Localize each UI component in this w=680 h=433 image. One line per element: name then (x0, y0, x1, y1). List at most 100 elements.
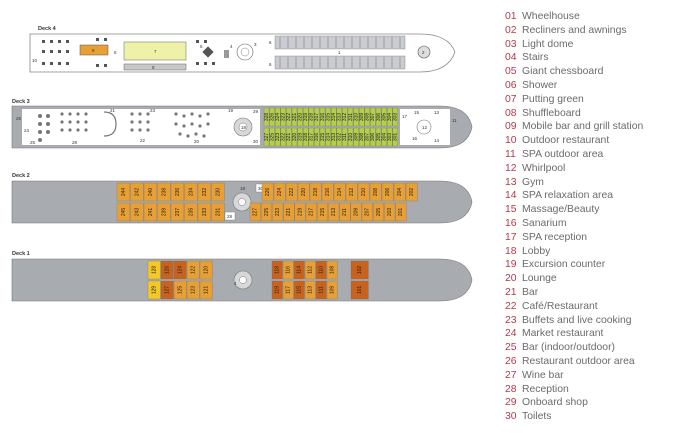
cabin-237 (170, 202, 185, 222)
cabin-313 (336, 107, 342, 127)
cabin-320 (291, 127, 298, 147)
legend-number: 29 (505, 397, 517, 409)
cabin-314 (331, 107, 337, 127)
cabin-number: 324 (275, 113, 281, 122)
marker-11: 11 (452, 118, 457, 123)
cabin-number: 222 (289, 188, 295, 197)
cabin-124 (173, 260, 187, 280)
legend-number: 21 (505, 286, 517, 298)
legend-label: Shuffleboard (522, 107, 581, 119)
marker-28: 28 (72, 140, 78, 145)
cabin-number: 327 (264, 133, 270, 142)
marker-8: 8 (152, 65, 155, 70)
cabin-314 (325, 127, 331, 147)
cabin-number: 317 (314, 113, 320, 122)
cabin-306 (370, 127, 376, 147)
putting-green (123, 41, 187, 61)
marker-30-d2: 30 (258, 186, 264, 191)
cabin-312 (342, 107, 348, 127)
cabin-322 (286, 107, 292, 127)
legend-label: Shower (522, 79, 558, 91)
cabin-241 (143, 202, 158, 222)
cabin-122 (186, 260, 200, 280)
marker-20: 20 (194, 139, 200, 144)
cabin-242 (130, 182, 144, 202)
marker-6c: 6 (269, 62, 272, 67)
cabin-number: 220 (301, 188, 307, 197)
cabin-245 (116, 202, 131, 222)
cabin-number: 206 (385, 188, 391, 197)
marker-25: 25 (30, 140, 36, 145)
cabin-304 (381, 127, 387, 147)
cabin-number: 211 (342, 208, 348, 216)
cabin-number: 305 (381, 113, 387, 122)
legend-number: 01 (505, 11, 517, 22)
cabin-318 (308, 107, 314, 127)
cabin-number: 124 (178, 266, 184, 275)
cabin-number: 311 (342, 133, 348, 141)
cabin-315 (319, 127, 326, 147)
giant-chessboard (202, 46, 214, 58)
cabin-218 (309, 182, 322, 202)
cabin-number: 245 (121, 208, 127, 217)
cabin-305 (375, 127, 382, 147)
cabin-214 (333, 182, 346, 202)
cabin-number: 304 (381, 133, 387, 142)
lounge-seating (174, 112, 210, 138)
cabin-325 (269, 127, 275, 147)
cabin-119 (271, 280, 283, 300)
legend-label: Wine bar (522, 369, 564, 381)
cabin-number: 209 (353, 208, 359, 217)
cabin-205 (373, 202, 384, 222)
deck-4-label: Deck 4 (38, 26, 57, 32)
cabin-number: 310 (348, 133, 354, 142)
cabin-121 (199, 280, 213, 300)
cabin-307 (364, 127, 370, 147)
cabin-318 (303, 127, 309, 147)
cabin-number: 120 (204, 266, 210, 275)
legend-number: 10 (505, 135, 517, 147)
cabin-301 (392, 127, 398, 147)
cabin-number: 307 (365, 133, 371, 142)
deck-1-cabins-bow-top: 102 (350, 260, 369, 280)
deck-3-stairwell-core (238, 122, 248, 132)
cabin-217 (305, 202, 317, 222)
whirlpool (416, 119, 432, 135)
marker-22: 22 (140, 138, 146, 143)
cabin-number: 315 (325, 113, 331, 122)
cabin-118 (271, 260, 283, 280)
cabin-235 (184, 202, 198, 222)
deck-2-label: Deck 2 (12, 173, 30, 179)
cabin-202 (405, 182, 418, 202)
legend-number: 06 (505, 79, 517, 91)
marker-19: 19 (228, 108, 234, 113)
cabin-317 (308, 127, 314, 147)
outdoor-restaurant-tables (42, 38, 215, 67)
cabin-213 (328, 202, 340, 222)
cabin-120 (199, 260, 213, 280)
cabin-328 (263, 107, 270, 127)
cabin-321 (291, 107, 298, 127)
legend-number: 23 (505, 314, 517, 326)
cabin-number: 210 (361, 188, 367, 197)
legend-label: Light dome (522, 38, 574, 50)
cabin-number: 243 (134, 208, 140, 217)
cabin-number: 125 (178, 286, 184, 295)
legend-number: 12 (505, 162, 517, 174)
cabin-224 (273, 182, 286, 202)
cabin-112 (304, 260, 316, 280)
legend-label: Excursion counter (522, 259, 606, 271)
cabin-number: 102 (357, 266, 363, 275)
